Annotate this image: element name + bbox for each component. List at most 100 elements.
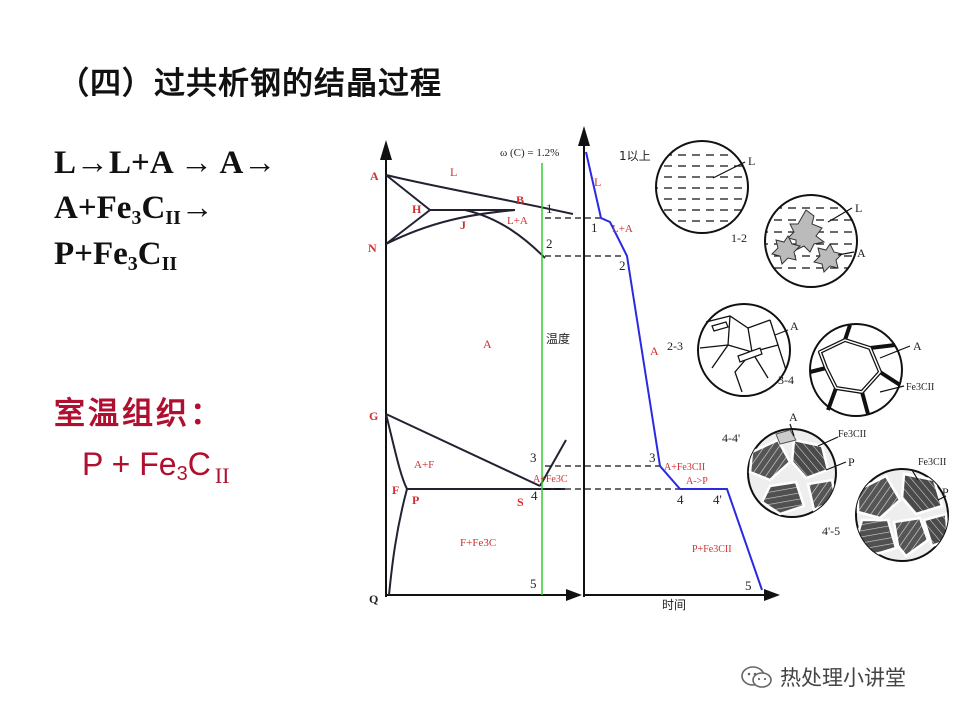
cc-marker-2: 2	[619, 258, 626, 273]
pt-G: G	[369, 409, 378, 423]
micro-4-network-inner	[819, 339, 881, 393]
micro-5-leader-A	[789, 423, 795, 437]
diag-marker-1: 1	[546, 201, 553, 216]
region-A-Fe3C: A+Fe3C	[533, 474, 568, 485]
region-F-Fe3C: F+Fe3C	[460, 537, 496, 549]
watermark-text: 热处理小讲堂	[780, 666, 906, 690]
time-label: 时间	[662, 598, 686, 612]
reaction-line-1: L→L+A → A→	[54, 145, 276, 182]
cc-time-axis-arrow	[764, 589, 780, 601]
micro-6-leader-Fe3C	[911, 469, 919, 481]
phase-diagram: A H J B N G F P S Q L L+A A A+F A+Fe3C F…	[368, 140, 680, 606]
micro-3-grain-boundaries	[699, 315, 787, 393]
cc-marker-4p: 4'	[713, 492, 722, 507]
room-temp-sub2: II	[214, 463, 230, 488]
cc-marker-3: 3	[649, 450, 656, 465]
micro-stage-5: A Fe3CII P 4-4'	[722, 410, 866, 518]
cc-seg-A: A	[650, 344, 659, 358]
pt-H: H	[412, 202, 422, 216]
region-A-F: A+F	[414, 459, 434, 471]
room-temp-mid: C	[187, 446, 211, 482]
page-title: （四）过共析钢的结晶过程	[58, 66, 442, 102]
cc-seg-L-A: L+A	[612, 223, 633, 235]
cooling-curve: L L+A A A+Fe3CII A->P P+Fe3CII 1 2 3 4 4…	[578, 126, 780, 612]
region-L-A: L+A	[507, 215, 528, 227]
micro-2-dendrite-3	[813, 243, 843, 273]
reaction-line-1-text: L→L+A → A→	[54, 145, 277, 181]
cc-temp-axis-arrow	[578, 126, 590, 146]
reaction-line-2-sub1: 3	[131, 207, 142, 229]
micro-1-label-L: L	[748, 154, 755, 168]
micro-stage-1: L 1以上	[619, 140, 755, 234]
cc-seg-A-Fe3CII: A+Fe3CII	[664, 462, 705, 473]
micro-stage-3: A 2-3	[667, 303, 799, 397]
micro-2-label-L: L	[855, 201, 862, 215]
micro-5-stage: 4-4'	[722, 431, 740, 445]
comp-axis-arrow	[566, 589, 582, 601]
pt-F: F	[392, 483, 399, 497]
room-temp-label: 室温组织：	[54, 396, 224, 432]
ah-line	[385, 174, 431, 211]
micro-1-stage: 1以上	[619, 149, 651, 163]
micro-2-dendrite-2	[771, 235, 801, 265]
room-temp-pre: P + Fe	[82, 446, 177, 482]
cc-seg-A-P: A->P	[686, 476, 708, 487]
acm-line	[539, 439, 567, 487]
micro-3-twin	[737, 347, 763, 363]
watermark: 热处理小讲堂	[740, 662, 906, 692]
cc-seg-L: L	[594, 175, 601, 189]
micro-5-leader-Fe3C	[817, 436, 839, 447]
diag-marker-5: 5	[530, 576, 537, 591]
temperature-label: 温度	[546, 331, 570, 346]
pt-P: P	[412, 493, 419, 507]
micro-3-stage: 2-3	[667, 339, 683, 353]
reaction-line-3-mid: C	[137, 236, 162, 272]
pt-J: J	[460, 218, 466, 232]
micro-3-twin-2	[711, 321, 729, 332]
micro-2-leader-L	[827, 207, 853, 223]
cc-marker-5: 5	[745, 578, 752, 593]
gs-line	[385, 413, 541, 487]
cooling-curve-line	[585, 151, 763, 591]
reaction-line-3-sub2: II	[161, 253, 178, 275]
micro-5-label-A: A	[789, 410, 798, 424]
micro-5-label-P: P	[848, 455, 855, 469]
reaction-line-2-pre: A+Fe	[54, 190, 132, 226]
pt-Q: Q	[369, 592, 378, 606]
micro-6-label-Fe3C: Fe3CII	[918, 457, 946, 468]
micro-5-grains	[748, 429, 836, 516]
micro-6-label-P: P	[942, 485, 949, 499]
reaction-line-3-pre: P+Fe	[54, 236, 128, 272]
micro-4-leader-Fe3C	[879, 385, 905, 393]
region-A: A	[483, 337, 492, 351]
composition-label: ω (C) = 1.2%	[500, 147, 559, 159]
nh-line	[385, 209, 431, 245]
micro-stage-4: A Fe3CII 3-4	[778, 323, 934, 417]
micro-stage-2: L A 1-2	[731, 194, 866, 288]
micro-1-leader	[712, 161, 746, 179]
room-temp-sub1: 3	[176, 463, 188, 485]
micro-6-stage: 4'-5	[822, 524, 840, 538]
micro-5-label-Fe3C: Fe3CII	[838, 429, 866, 440]
micro-4-leader-A	[879, 345, 911, 359]
micro-stage-6: Fe3CII P 4'-5	[822, 457, 949, 562]
micro-3-leader	[774, 329, 789, 336]
micro-4-label-A: A	[913, 339, 922, 353]
diag-marker-4: 4	[531, 488, 538, 503]
reaction-line-2-mid: C	[141, 190, 166, 226]
reaction-line-2-sub2: II	[165, 207, 181, 229]
pt-B: B	[516, 193, 524, 207]
micro-2-dendrite-1	[787, 209, 826, 253]
pt-N: N	[368, 241, 377, 255]
micro-6-leader-P	[937, 495, 947, 501]
nj-line	[385, 209, 516, 245]
micro-2-leader-A	[837, 251, 855, 256]
pt-A: A	[370, 169, 379, 183]
reaction-line-2: A+Fe3CII→	[54, 190, 214, 230]
cc-marker-1: 1	[591, 220, 598, 235]
reaction-line-3: P+Fe3CII	[54, 236, 177, 276]
solidus-line	[464, 209, 546, 259]
micro-2-stage: 1-2	[731, 231, 747, 245]
